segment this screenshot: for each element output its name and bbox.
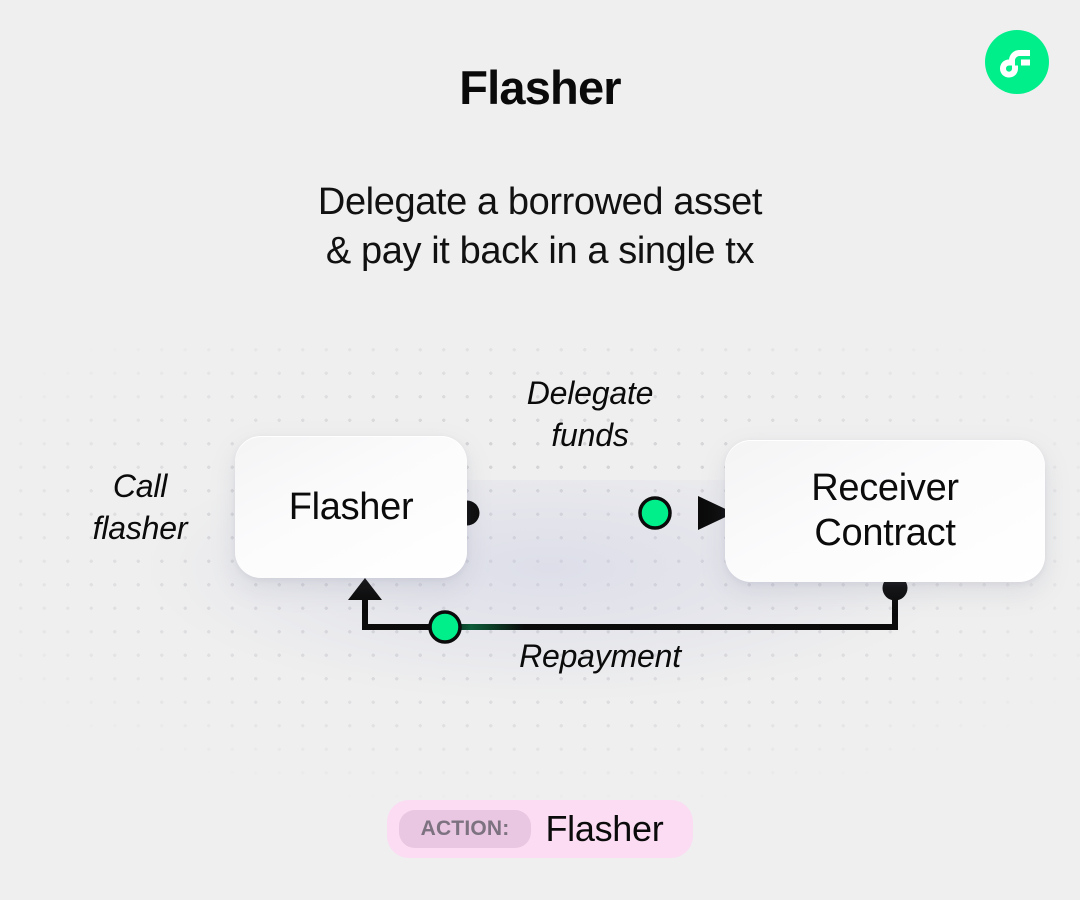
flow-logo xyxy=(985,30,1049,94)
subtitle-line-1: Delegate a borrowed asset xyxy=(317,181,763,223)
page-subtitle: Delegate a borrowed asset & pay it back … xyxy=(0,178,1080,277)
edge-label-call-flasher: Call flasher xyxy=(40,465,240,549)
token-dot-repayment xyxy=(428,610,462,644)
arrowhead-up-icon xyxy=(348,578,382,600)
token-dot-delegate xyxy=(638,496,672,530)
page-title: Flasher xyxy=(459,61,621,114)
node-flasher-label: Flasher xyxy=(288,485,414,528)
edge-label-delegate-funds: Delegate funds xyxy=(440,372,740,456)
action-badge[interactable]: ACTION: Flasher xyxy=(386,800,694,858)
edge-label-delegate-line-1: Delegate xyxy=(526,375,654,411)
connector-delegate-funds xyxy=(454,496,734,530)
diagram-connectors xyxy=(348,496,908,644)
subtitle-line-2: & pay it back in a single tx xyxy=(325,230,755,273)
node-receiver-label-line-2: Contract xyxy=(814,512,956,554)
node-receiver-contract[interactable]: Receiver Contract xyxy=(725,440,1045,582)
node-receiver-contract-label: Receiver Contract xyxy=(811,466,959,556)
connector-repayment xyxy=(348,575,908,644)
arrowhead-right-icon xyxy=(698,496,734,530)
node-receiver-label-line-1: Receiver xyxy=(811,467,959,510)
edge-label-call-line-2: flasher xyxy=(92,510,188,547)
edge-label-repayment: Repayment xyxy=(519,638,681,674)
action-badge-row: ACTION: Flasher xyxy=(0,800,1080,858)
action-badge-value: Flasher xyxy=(545,808,664,849)
flow-diagram: Flasher Receiver Contract Call flasher D… xyxy=(0,330,1080,800)
edge-label-delegate-line-2: funds xyxy=(551,417,629,454)
action-badge-prefix: ACTION: xyxy=(398,810,532,848)
flow-logo-mark xyxy=(1000,50,1030,78)
edge-label-call-line-1: Call xyxy=(112,468,168,504)
node-flasher[interactable]: Flasher xyxy=(235,436,467,578)
